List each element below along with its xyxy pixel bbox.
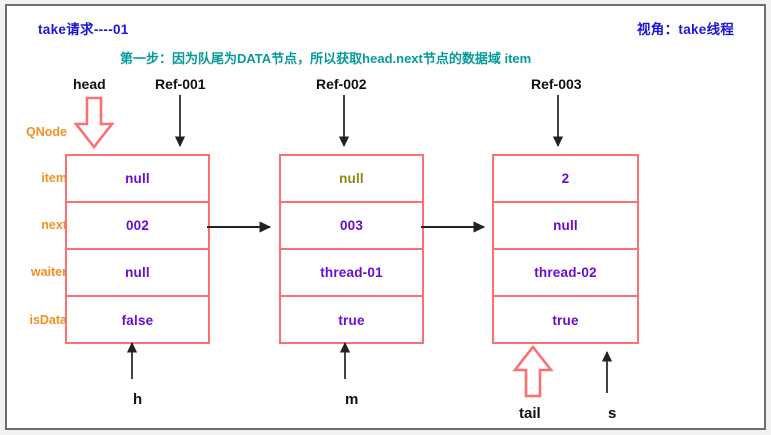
field-label-waiter: waiter — [30, 265, 67, 279]
qnode-value-next: null — [553, 218, 578, 233]
block-arrow-up-tail — [512, 344, 554, 398]
block-arrow-down-head — [73, 96, 115, 150]
qnode-row-isdata: false — [67, 297, 208, 344]
class-label-qnode: QNode — [26, 125, 67, 139]
field-label-item: item — [41, 171, 67, 185]
qnode-row-next: 003 — [281, 203, 422, 250]
top-pointer-label-head: head — [73, 76, 106, 92]
qnode-box-ref-001: null 002 null false — [65, 154, 210, 344]
qnode-row-waiter: thread-01 — [281, 250, 422, 297]
qnode-row-waiter: thread-02 — [494, 250, 637, 297]
qnode-value-waiter: thread-02 — [534, 265, 597, 280]
qnode-value-item: null — [339, 171, 364, 186]
field-label-next: next — [41, 218, 67, 232]
qnode-row-next: 002 — [67, 203, 208, 250]
qnode-box-ref-003: 2 null thread-02 true — [492, 154, 639, 344]
qnode-value-waiter: null — [125, 265, 150, 280]
qnode-value-item: null — [125, 171, 150, 186]
qnode-value-waiter: thread-01 — [320, 265, 383, 280]
top-pointer-label-ref-003: Ref-003 — [531, 76, 582, 92]
diagram-step-note: 第一步：因为队尾为DATA节点，所以获取head.next节点的数据域 item — [120, 51, 532, 66]
qnode-row-item: null — [67, 156, 208, 203]
qnode-row-waiter: null — [67, 250, 208, 297]
qnode-value-next: 003 — [339, 218, 364, 233]
qnode-box-ref-002: null 003 thread-01 true — [279, 154, 424, 344]
qnode-row-item: null — [281, 156, 422, 203]
qnode-value-next: 002 — [125, 218, 150, 233]
bottom-pointer-label-s: s — [608, 405, 617, 422]
qnode-row-isdata: true — [494, 297, 637, 344]
diagram-frame: take请求----01 视角：take线程 第一步：因为队尾为DATA节点，所… — [5, 4, 766, 430]
qnode-value-item: 2 — [561, 171, 570, 186]
bottom-pointer-label-tail: tail — [519, 405, 541, 422]
field-label-isdata: isData — [29, 313, 67, 327]
qnode-row-item: 2 — [494, 156, 637, 203]
diagram-title-right: 视角：take线程 — [637, 22, 735, 37]
bottom-pointer-label-m: m — [345, 391, 359, 408]
qnode-value-isdata: false — [121, 313, 154, 328]
qnode-value-isdata: true — [338, 313, 365, 328]
bottom-pointer-label-h: h — [133, 391, 143, 408]
qnode-row-next: null — [494, 203, 637, 250]
top-pointer-label-ref-001: Ref-001 — [155, 76, 206, 92]
qnode-row-isdata: true — [281, 297, 422, 344]
qnode-value-isdata: true — [552, 313, 579, 328]
top-pointer-label-ref-002: Ref-002 — [316, 76, 367, 92]
diagram-title-left: take请求----01 — [38, 22, 129, 37]
